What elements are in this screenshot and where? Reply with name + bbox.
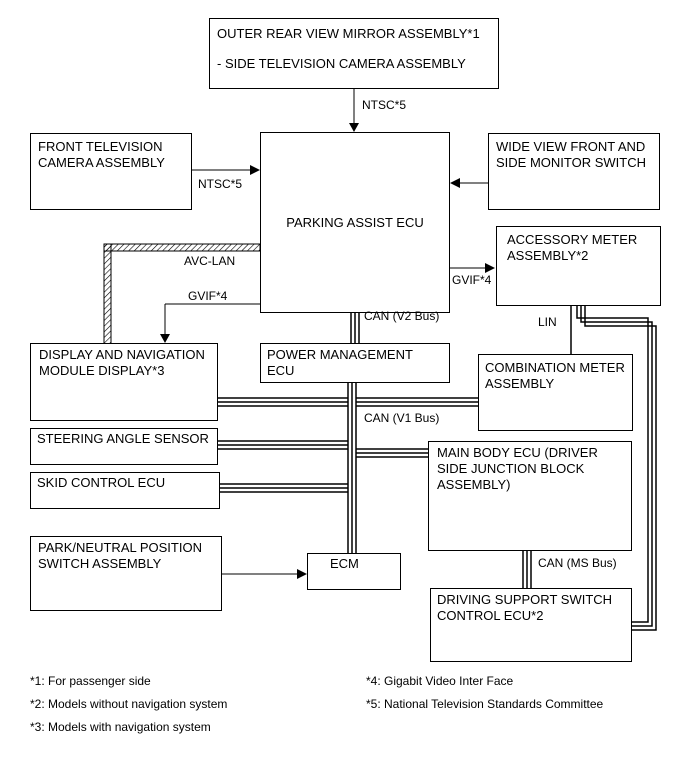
wide-view-switch-box: WIDE VIEW FRONT AND SIDE MONITOR SWITCH [488, 133, 660, 210]
front-camera-label-1: FRONT TELEVISION [38, 139, 163, 154]
outer-mirror-label: OUTER REAR VIEW MIRROR ASSEMBLY*1 [217, 26, 480, 41]
ecm-label: ECM [330, 556, 359, 571]
footnote-3: *3: Models with navigation system [30, 720, 211, 734]
driving-support-label-1: DRIVING SUPPORT SWITCH [437, 592, 613, 607]
main-body-label-3: ASSEMBLY) [437, 477, 511, 492]
ntsc-top-label: NTSC*5 [362, 98, 407, 112]
gvif-left-label: GVIF*4 [188, 289, 228, 303]
can-v1-label: CAN (V1 Bus) [364, 411, 440, 425]
power-management-label: POWER MANAGEMENT ECU [267, 347, 413, 378]
can-v2-bus [350, 313, 360, 343]
accessory-meter-label-1: ACCESSORY METER [507, 232, 638, 247]
side-camera-label: - SIDE TELEVISION CAMERA ASSEMBLY [217, 56, 466, 71]
driving-support-label-2: CONTROL ECU*2 [437, 608, 544, 623]
main-body-label-2: SIDE JUNCTION BLOCK [437, 461, 585, 476]
avc-lan-label: AVC-LAN [184, 254, 236, 268]
wide-view-label-2: SIDE MONITOR SWITCH [496, 155, 646, 170]
front-camera-label-2: CAMERA ASSEMBLY [38, 155, 165, 170]
ntsc-left-label: NTSC*5 [198, 177, 243, 191]
combination-meter-label-2: ASSEMBLY [485, 376, 555, 391]
wide-view-arrow [450, 178, 488, 188]
wide-view-label-1: WIDE VIEW FRONT AND [496, 139, 646, 154]
can-v2-label: CAN (V2 Bus) [364, 309, 440, 323]
can-ms-label: CAN (MS Bus) [538, 556, 617, 570]
accessory-meter-box: ACCESSORY METER ASSEMBLY*2 [496, 226, 661, 306]
can-v1-trunk [218, 383, 478, 553]
gvif-right-arrow [450, 263, 495, 273]
park-neutral-arrow [222, 569, 307, 579]
right-bus [576, 306, 657, 631]
footnote-4: *4: Gigabit Video Inter Face [366, 674, 514, 688]
display-nav-label-2: MODULE DISPLAY*3 [39, 363, 165, 378]
park-neutral-switch-box: PARK/NEUTRAL POSITION SWITCH ASSEMBLY [30, 536, 222, 611]
gvif-left-arrow [160, 303, 260, 343]
ntsc-top-arrow [349, 89, 359, 132]
ecm-box: ECM [307, 553, 401, 590]
ntsc-left-arrow [192, 165, 260, 175]
park-neutral-label-1: PARK/NEUTRAL POSITION [38, 540, 202, 555]
front-camera-box: FRONT TELEVISION CAMERA ASSEMBLY [30, 133, 192, 210]
main-body-ecu-box: MAIN BODY ECU (DRIVER SIDE JUNCTION BLOC… [428, 441, 632, 551]
combination-meter-label-1: COMBINATION METER [485, 360, 625, 375]
footnote-2: *2: Models without navigation system [30, 697, 228, 711]
park-neutral-label-2: SWITCH ASSEMBLY [38, 556, 162, 571]
parking-assist-ecu-box: PARKING ASSIST ECU [260, 132, 450, 313]
combination-meter-box: COMBINATION METER ASSEMBLY [478, 354, 633, 431]
display-navigation-box: DISPLAY AND NAVIGATION MODULE DISPLAY*3 [30, 343, 218, 421]
power-management-ecu-box: POWER MANAGEMENT ECU [260, 343, 450, 383]
steering-angle-label: STEERING ANGLE SENSOR [37, 431, 209, 446]
can-ms-bus [522, 551, 532, 588]
main-body-label-1: MAIN BODY ECU (DRIVER [437, 445, 598, 460]
lin-label: LIN [538, 315, 557, 329]
footnote-5: *5: National Television Standards Commit… [366, 697, 604, 711]
accessory-meter-label-2: ASSEMBLY*2 [507, 248, 589, 263]
skid-control-label: SKID CONTROL ECU [37, 475, 166, 490]
outer-mirror-box: OUTER REAR VIEW MIRROR ASSEMBLY*1 - SIDE… [209, 18, 499, 89]
driving-support-ecu-box: DRIVING SUPPORT SWITCH CONTROL ECU*2 [430, 588, 632, 662]
avc-lan-line [103, 243, 261, 345]
display-nav-label-1: DISPLAY AND NAVIGATION [39, 347, 205, 362]
steering-angle-sensor-box: STEERING ANGLE SENSOR [30, 428, 218, 465]
parking-assist-ecu-label: PARKING ASSIST ECU [286, 214, 424, 230]
footnote-1: *1: For passenger side [30, 674, 151, 688]
skid-control-ecu-box: SKID CONTROL ECU [30, 472, 220, 509]
gvif-right-label: GVIF*4 [452, 273, 492, 287]
